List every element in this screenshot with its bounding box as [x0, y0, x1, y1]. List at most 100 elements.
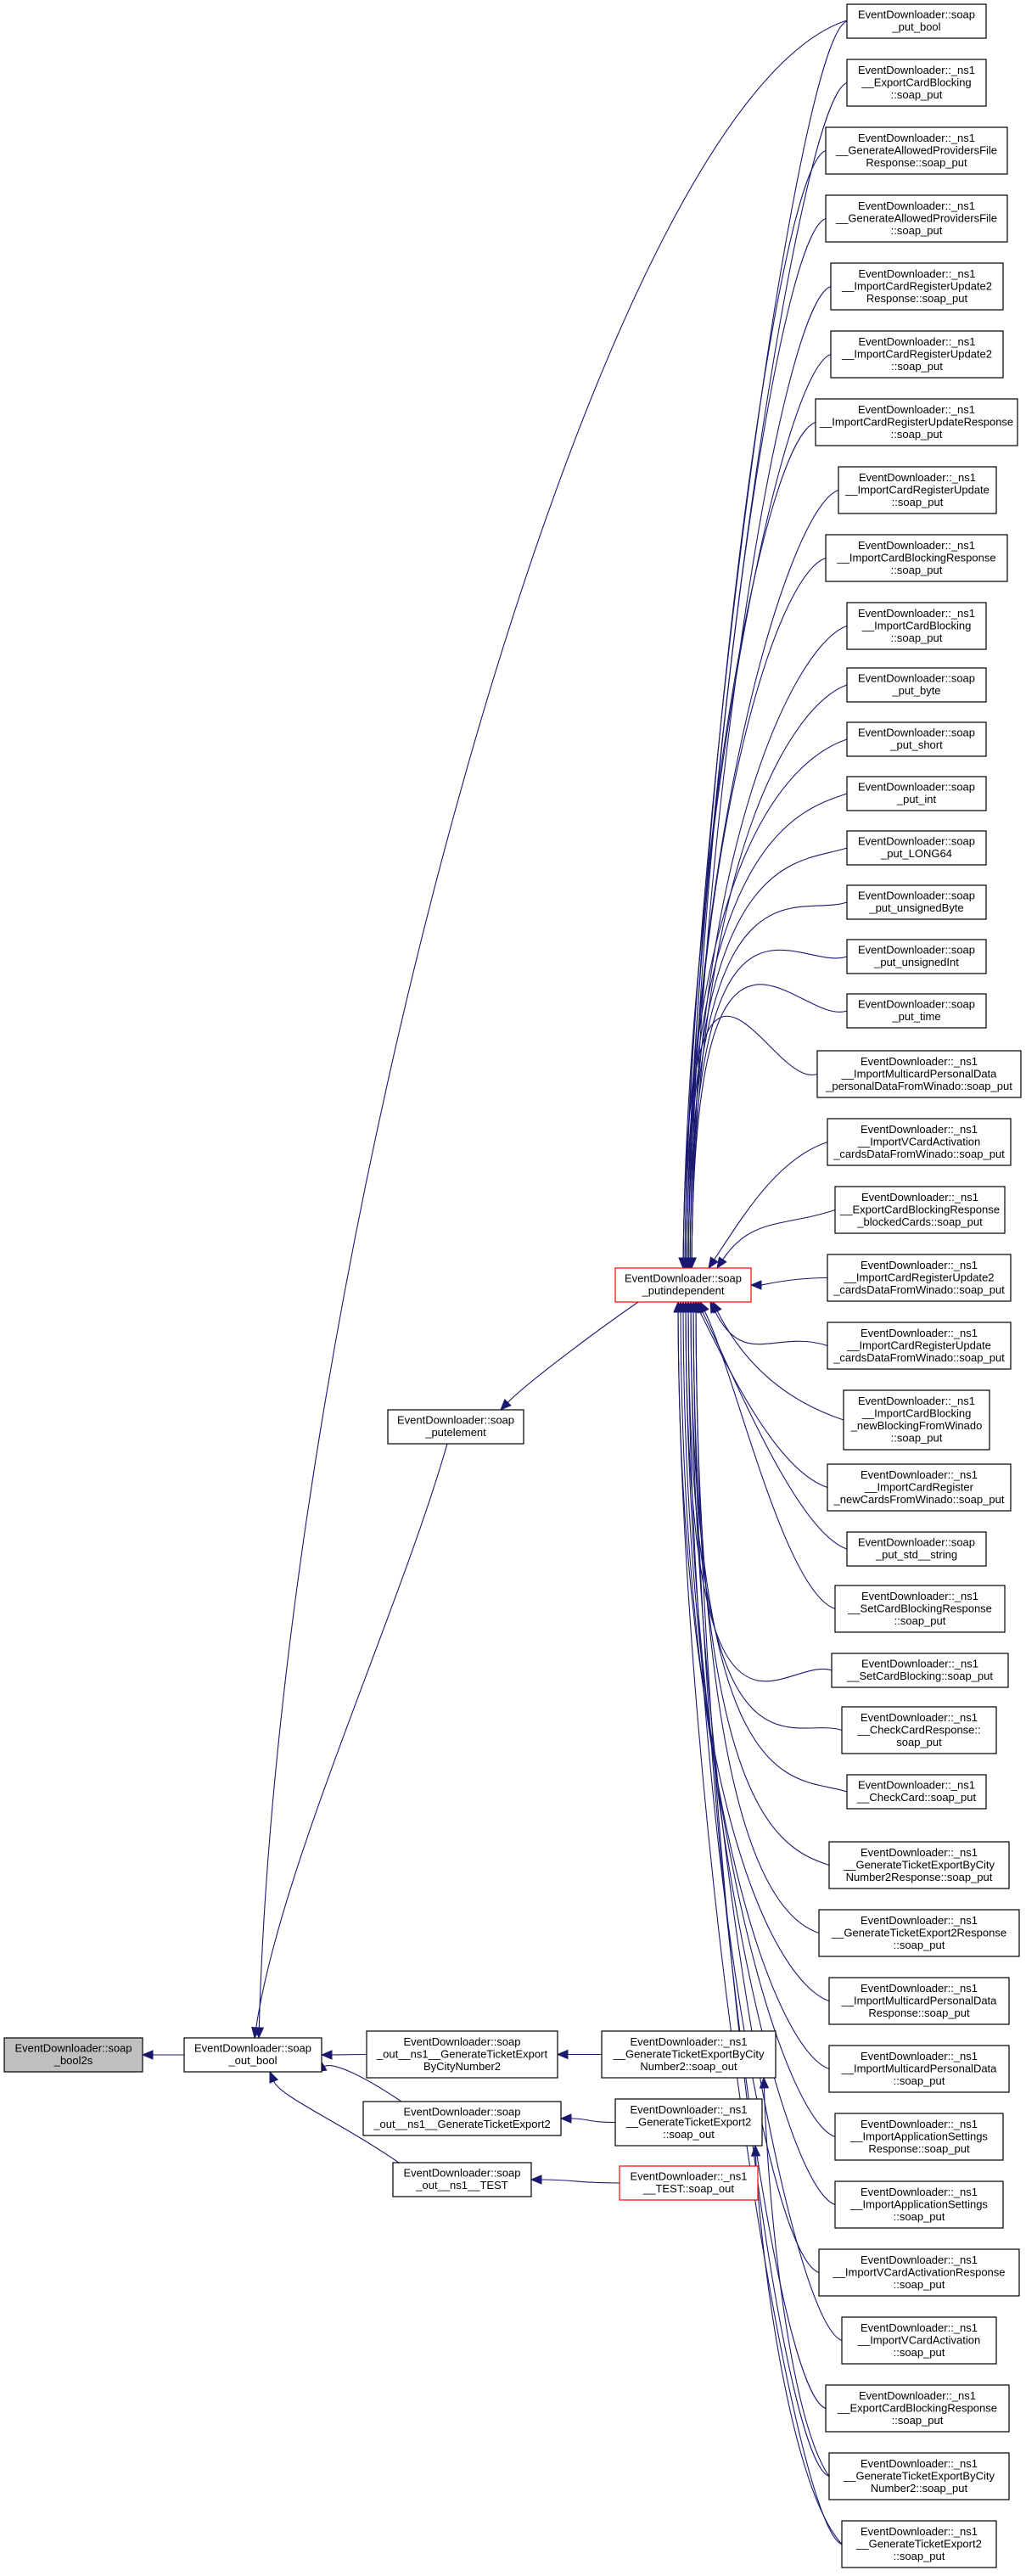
graph-node-out-gtebcn2[interactable]: EventDownloader::soap_out__ns1__Generate… — [366, 2030, 558, 2079]
graph-node-gte2-out[interactable]: EventDownloader::_ns1__GenerateTicketExp… — [614, 2098, 763, 2147]
graph-node-r7[interactable]: EventDownloader::_ns1__ImportCardRegiste… — [815, 398, 1018, 446]
graph-node-r26[interactable]: EventDownloader::_ns1__SetCardBlockingRe… — [834, 1585, 1006, 1633]
node-label-line: _put_int — [896, 793, 937, 805]
node-box — [614, 1267, 752, 1303]
graph-node-r39[interactable]: EventDownloader::_ns1__GenerateTicketExp… — [828, 2452, 1010, 2500]
graph-node-r29[interactable]: EventDownloader::_ns1__CheckCard::soap_p… — [846, 1774, 987, 1810]
graph-node-r20[interactable]: EventDownloader::_ns1__ExportCardBlockin… — [834, 1186, 1006, 1234]
node-label-line: ::soap_put — [894, 2074, 945, 2087]
node-label-line: Response::soap_put — [868, 2142, 970, 2155]
graph-node-r13[interactable]: EventDownloader::soap_put_int — [846, 776, 987, 811]
graph-node-r6[interactable]: EventDownloader::_ns1__ImportCardRegiste… — [830, 330, 1004, 379]
node-box — [392, 2162, 532, 2197]
graph-node-r31[interactable]: EventDownloader::_ns1__GenerateTicketExp… — [818, 1909, 1020, 1957]
node-label-line: ::soap_put — [894, 2210, 945, 2223]
graph-node-r2[interactable]: EventDownloader::_ns1__ExportCardBlockin… — [846, 59, 987, 107]
graph-node-r40[interactable]: EventDownloader::_ns1__GenerateTicketExp… — [841, 2520, 997, 2568]
node-label-line: _put_std__string — [875, 1548, 957, 1561]
graph-node-putelement[interactable]: EventDownloader::soap_putelement — [387, 1409, 524, 1445]
node-label-line: EventDownloader::_ns1 — [861, 1846, 978, 1859]
node-label-line: Number2::soap_put — [871, 2482, 968, 2495]
node-box — [846, 721, 987, 757]
node-label-line: EventDownloader::_ns1 — [859, 2389, 976, 2402]
graph-node-r37[interactable]: EventDownloader::_ns1__ImportVCardActiva… — [841, 2316, 997, 2365]
graph-node-r18[interactable]: EventDownloader::_ns1__ImportMulticardPe… — [816, 1050, 1022, 1098]
call-edge — [691, 285, 832, 1259]
node-box — [831, 1653, 1009, 1688]
graph-node-out-gte2[interactable]: EventDownloader::soap_out__ns1__Generate… — [362, 2101, 562, 2136]
node-box — [841, 2520, 997, 2568]
call-edge — [682, 1015, 818, 1259]
node-label-line: EventDownloader::_ns1 — [858, 64, 975, 76]
node-label-line: __GenerateTicketExportByCity — [613, 2047, 765, 2060]
graph-node-r23[interactable]: EventDownloader::_ns1__ImportCardBlockin… — [843, 1389, 990, 1451]
graph-node-r1[interactable]: EventDownloader::soap_put_bool — [846, 3, 987, 39]
graph-node-r38[interactable]: EventDownloader::_ns1__ExportCardBlockin… — [825, 2384, 1010, 2433]
node-label-line: ::soap_put — [894, 1614, 946, 1627]
call-edge — [687, 149, 827, 1259]
graph-node-r30[interactable]: EventDownloader::_ns1__GenerateTicketExp… — [828, 1841, 1010, 1889]
graph-node-putindependent[interactable]: EventDownloader::soap_putindependent — [614, 1267, 752, 1303]
graph-node-bool2s[interactable]: EventDownloader::soap_bool2s — [3, 2037, 143, 2073]
node-label-line: Number2Response::soap_put — [846, 1871, 993, 1883]
graph-node-out-bool[interactable]: EventDownloader::soap_out_bool — [183, 2037, 322, 2073]
node-label-line: ::soap_put — [894, 2278, 945, 2291]
graph-node-r35[interactable]: EventDownloader::_ns1__ImportApplication… — [834, 2180, 1004, 2229]
node-box — [846, 59, 987, 107]
node-label-line: EventDownloader::soap — [858, 727, 975, 739]
graph-node-r34[interactable]: EventDownloader::_ns1__ImportApplication… — [834, 2113, 1004, 2161]
graph-node-r3[interactable]: EventDownloader::_ns1__GenerateAllowedPr… — [825, 126, 1008, 175]
graph-node-r19[interactable]: EventDownloader::_ns1__ImportVCardActiva… — [827, 1118, 1012, 1166]
node-box — [846, 830, 987, 866]
graph-node-r16[interactable]: EventDownloader::soap_put_unsignedInt — [846, 939, 987, 974]
graph-node-r9[interactable]: EventDownloader::_ns1__ImportCardBlockin… — [825, 534, 1008, 582]
call-edge — [701, 1310, 848, 1550]
graph-node-out-test[interactable]: EventDownloader::soap_out__ns1__TEST — [392, 2162, 532, 2197]
graph-node-r15[interactable]: EventDownloader::soap_put_unsignedByte — [846, 884, 987, 920]
node-label-line: EventDownloader::_ns1 — [858, 1395, 975, 1407]
graph-node-test-out[interactable]: EventDownloader::_ns1__TEST::soap_out — [619, 2165, 759, 2201]
graph-node-r14[interactable]: EventDownloader::soap_put_LONG64 — [846, 830, 987, 866]
graph-node-r8[interactable]: EventDownloader::_ns1__ImportCardRegiste… — [838, 466, 997, 514]
node-label-line: __ImportMulticardPersonalData — [841, 1994, 998, 2006]
graph-node-r10[interactable]: EventDownloader::_ns1__ImportCardBlockin… — [846, 602, 987, 650]
graph-node-r12[interactable]: EventDownloader::soap_put_short — [846, 721, 987, 757]
node-label-line: __ImportCardRegisterUpdateResponse — [819, 415, 1013, 428]
graph-node-r32[interactable]: EventDownloader::_ns1__ImportMulticardPe… — [828, 1977, 1010, 2025]
arrowhead-icon — [269, 2070, 279, 2084]
node-label-line: EventDownloader::_ns1 — [861, 1055, 978, 1068]
graph-node-r11[interactable]: EventDownloader::soap_put_byte — [846, 667, 987, 703]
graph-node-r33[interactable]: EventDownloader::_ns1__ImportMulticardPe… — [828, 2045, 1010, 2093]
node-label-line: __ImportCardRegisterUpdate — [846, 1339, 991, 1351]
call-edge — [687, 557, 827, 1259]
graph-node-r5[interactable]: EventDownloader::_ns1__ImportCardRegiste… — [830, 262, 1004, 311]
node-label-line: EventDownloader::_ns1 — [861, 1982, 978, 1995]
node-label-line: EventDownloader::_ns1 — [630, 2103, 747, 2116]
call-edge — [677, 1311, 830, 2002]
graph-node-r21[interactable]: EventDownloader::_ns1__ImportCardRegiste… — [827, 1254, 1012, 1302]
node-label-line: ::soap_put — [892, 496, 944, 508]
graph-node-r28[interactable]: EventDownloader::_ns1__CheckCardResponse… — [841, 1706, 997, 1754]
node-label-line: EventDownloader::_ns1 — [861, 1123, 978, 1136]
node-label-line: EventDownloader::soap — [397, 1414, 514, 1427]
graph-node-r22[interactable]: EventDownloader::_ns1__ImportCardRegiste… — [827, 1322, 1012, 1370]
graph-node-r36[interactable]: EventDownloader::_ns1__ImportVCardActiva… — [818, 2248, 1020, 2297]
graph-node-r27[interactable]: EventDownloader::_ns1__SetCardBlocking::… — [831, 1653, 1009, 1688]
arrowhead-icon — [750, 2144, 761, 2157]
node-label-line: Response::soap_put — [866, 292, 968, 305]
node-box — [828, 2045, 1010, 2093]
call-edge — [690, 1311, 848, 1793]
arrowhead-icon — [712, 1300, 722, 1314]
node-label-line: EventDownloader::_ns1 — [861, 1658, 978, 1670]
graph-node-r17[interactable]: EventDownloader::soap_put_time — [846, 993, 987, 1029]
node-label-line: EventDownloader::soap — [858, 1536, 975, 1549]
graph-node-gtebcn2-out[interactable]: EventDownloader::_ns1__GenerateTicketExp… — [601, 2030, 777, 2079]
arrowhead-icon — [141, 2050, 154, 2060]
graph-node-r4[interactable]: EventDownloader::_ns1__GenerateAllowedPr… — [825, 194, 1008, 243]
node-label-line: _out_bool — [227, 2054, 277, 2067]
node-box — [827, 1322, 1012, 1370]
graph-node-r25[interactable]: EventDownloader::soap_put_std__string — [846, 1531, 987, 1567]
node-label-line: _put_unsignedInt — [873, 956, 959, 968]
node-box — [846, 1531, 987, 1567]
graph-node-r24[interactable]: EventDownloader::_ns1__ImportCardRegiste… — [827, 1463, 1012, 1512]
